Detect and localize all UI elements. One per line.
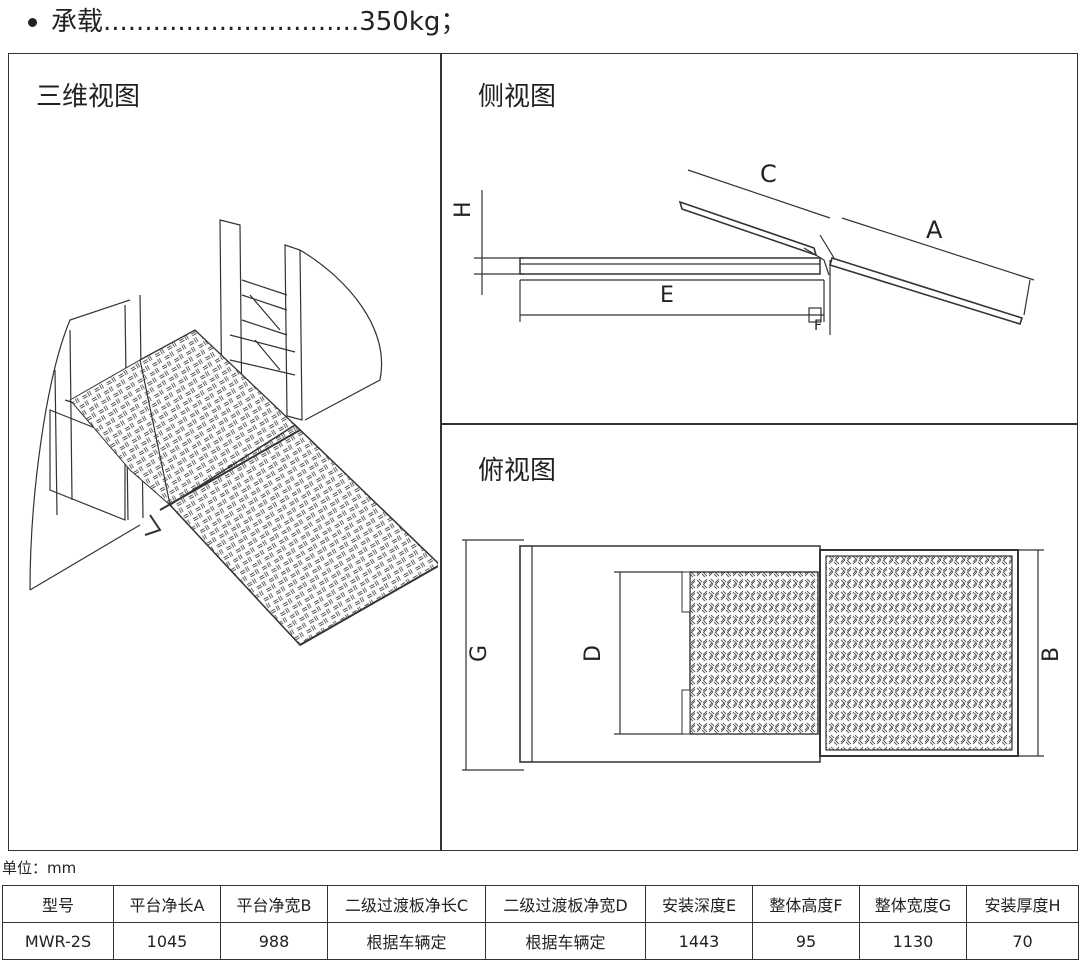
table-header-cell: 整体高度F — [752, 885, 860, 923]
table-header-cell: 平台净宽B — [220, 885, 328, 923]
table-cell: 根据车辆定 — [327, 922, 486, 960]
side-label-a: A — [926, 216, 943, 244]
side-view-title: 侧视图 — [478, 82, 557, 112]
vertical-divider — [440, 53, 442, 851]
table-cell: 根据车辆定 — [485, 922, 646, 960]
iso-view-title: 三维视图 — [36, 82, 141, 112]
spec-table: 型号 平台净长A 平台净宽B 二级过渡板净长C 二级过渡板净宽D 安装深度E 整… — [2, 885, 1079, 960]
table-header-cell: 整体宽度G — [859, 885, 967, 923]
table-cell: 1045 — [113, 922, 221, 960]
table-header-row: 型号 平台净长A 平台净宽B 二级过渡板净长C 二级过渡板净宽D 安装深度E 整… — [2, 885, 1079, 923]
table-row: MWR-2S 1045 988 根据车辆定 根据车辆定 1443 95 1130… — [2, 922, 1079, 960]
load-capacity-text: 承载...............................350kg； — [51, 7, 467, 37]
table-cell: 1443 — [645, 922, 753, 960]
iso-drawing — [29, 219, 438, 646]
drawing-frame — [8, 53, 1078, 851]
horizontal-divider — [440, 423, 1078, 425]
table-header-cell: 二级过渡板净宽D — [485, 885, 646, 923]
bullet-icon — [28, 18, 37, 27]
table-header-cell: 安装深度E — [645, 885, 753, 923]
side-label-e: E — [660, 283, 674, 308]
side-label-c: C — [760, 160, 777, 188]
load-capacity-line: 承载...............................350kg； — [28, 2, 466, 42]
top-view-title: 俯视图 — [478, 456, 557, 486]
side-label-f: F — [814, 318, 822, 334]
top-label-b: B — [1039, 647, 1064, 662]
table-header-cell: 型号 — [2, 885, 114, 923]
side-label-h: H — [451, 201, 476, 218]
table-cell: 988 — [220, 922, 328, 960]
unit-label: 单位：mm — [2, 859, 77, 877]
top-label-g: G — [467, 645, 492, 662]
side-view-drawing: H C A E F — [451, 160, 1035, 335]
table-cell: 1130 — [859, 922, 967, 960]
top-label-d: D — [581, 645, 606, 662]
top-view-drawing: G D B — [462, 539, 1064, 771]
table-cell: 95 — [752, 922, 860, 960]
table-header-cell: 平台净长A — [113, 885, 221, 923]
table-cell: MWR-2S — [2, 922, 114, 960]
table-cell: 70 — [966, 922, 1079, 960]
table-header-cell: 安装厚度H — [966, 885, 1079, 923]
table-header-cell: 二级过渡板净长C — [327, 885, 486, 923]
